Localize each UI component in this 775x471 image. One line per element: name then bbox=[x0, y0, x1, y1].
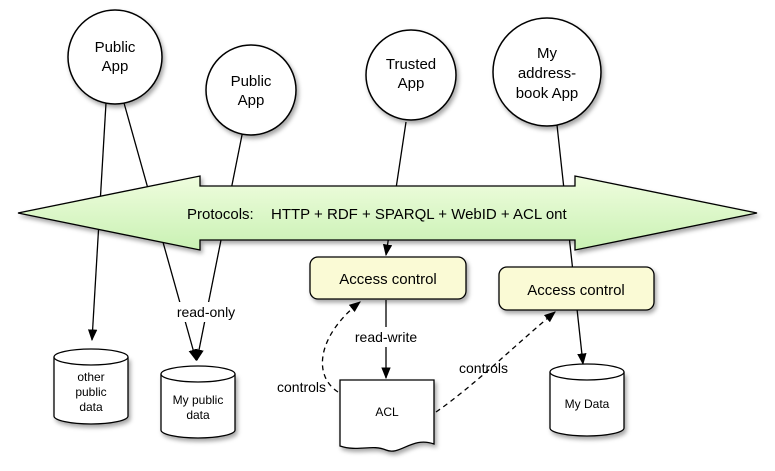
edge-public-app-2-to-my-public-data bbox=[194, 129, 244, 362]
store-my-public-data[interactable]: My public data bbox=[160, 365, 236, 439]
acl-document[interactable]: ACL bbox=[339, 379, 435, 452]
edge-acl-controls-access-control-2 bbox=[435, 311, 556, 413]
read-only-label-bg bbox=[170, 302, 242, 322]
app-label-line: book App bbox=[516, 85, 579, 102]
edge-address-book-to-my-data bbox=[556, 124, 587, 366]
app-label-line: address- bbox=[518, 65, 576, 82]
store-label-line: public bbox=[75, 385, 106, 399]
app-node-public-1[interactable]: Public App bbox=[67, 9, 163, 105]
controls-label-left: controls bbox=[277, 379, 326, 395]
read-write-label: read-write bbox=[355, 329, 417, 345]
protocol-text: HTTP + RDF + SPARQL + WebID + ACL ont bbox=[271, 206, 568, 223]
controls-label-right: controls bbox=[459, 360, 508, 376]
protocol-arrow bbox=[17, 175, 758, 251]
read-only-label: read-only bbox=[177, 304, 235, 320]
store-other-public-data[interactable]: other public data bbox=[53, 348, 129, 425]
protocol-prefix: Protocols: bbox=[187, 206, 254, 223]
app-label-line: App bbox=[398, 75, 425, 92]
store-label-line: My Data bbox=[565, 397, 610, 411]
store-my-data[interactable]: My Data bbox=[549, 363, 625, 437]
access-control-box-2[interactable]: Access control bbox=[498, 266, 655, 311]
app-node-address-book[interactable]: My address- book App bbox=[492, 17, 602, 127]
read-write-label-bg bbox=[347, 327, 425, 347]
store-label-line: data bbox=[79, 400, 103, 414]
app-node-public-2[interactable]: Public App bbox=[205, 44, 297, 136]
app-label-line: App bbox=[238, 92, 265, 109]
access-control-label: Access control bbox=[339, 271, 437, 288]
access-control-box-1[interactable]: Access control bbox=[309, 256, 467, 300]
app-label-line: My bbox=[537, 45, 557, 62]
acl-label: ACL bbox=[375, 405, 399, 419]
app-label-line: App bbox=[102, 58, 129, 75]
app-label-line: Public bbox=[231, 73, 272, 90]
store-label-line: data bbox=[186, 408, 210, 422]
store-label-line: other bbox=[77, 370, 104, 384]
app-label-line: Public bbox=[95, 39, 136, 56]
access-control-label: Access control bbox=[527, 282, 625, 299]
store-label-line: My public bbox=[173, 393, 224, 407]
app-label-line: Trusted bbox=[386, 56, 436, 73]
app-node-trusted[interactable]: Trusted App bbox=[365, 29, 457, 121]
edge-acl-controls-access-control-1 bbox=[321, 301, 361, 393]
